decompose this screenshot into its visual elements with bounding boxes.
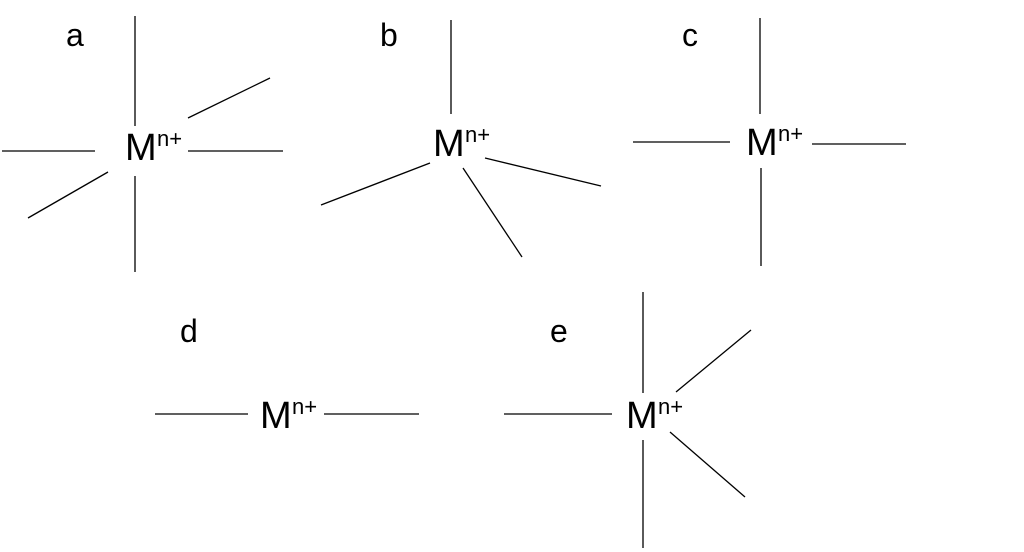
panel-label-b: b (380, 17, 398, 53)
panel-label-c: c (682, 17, 698, 53)
panel-a: a M n+ (2, 16, 283, 272)
metal-symbol-a: M (125, 127, 157, 169)
panel-label-e: e (550, 313, 568, 349)
panel-e: e M n+ (504, 292, 752, 548)
metal-charge-d: n+ (292, 394, 317, 419)
metal-symbol-b: M (433, 123, 465, 165)
metal-charge-c: n+ (778, 121, 803, 146)
panel-c: c M n+ (633, 17, 906, 266)
bond-b-right (484, 157, 602, 187)
metal-charge-b: n+ (465, 122, 490, 147)
bond-b-down (462, 167, 523, 258)
metal-symbol-d: M (260, 395, 292, 437)
bond-a-lower-left (27, 171, 109, 219)
bond-b-lower-left (320, 162, 431, 206)
bond-e-lower-right (669, 431, 746, 498)
panel-label-a: a (66, 17, 84, 53)
panel-b: b M n+ (320, 17, 602, 258)
metal-symbol-e: M (626, 395, 658, 437)
panel-label-d: d (180, 313, 198, 349)
metal-charge-e: n+ (658, 394, 683, 419)
metal-symbol-c: M (746, 122, 778, 164)
metal-charge-a: n+ (157, 126, 182, 151)
bond-a-upper-right (187, 77, 271, 119)
bond-e-upper-right (675, 329, 752, 393)
panel-d: d M n+ (155, 313, 419, 437)
